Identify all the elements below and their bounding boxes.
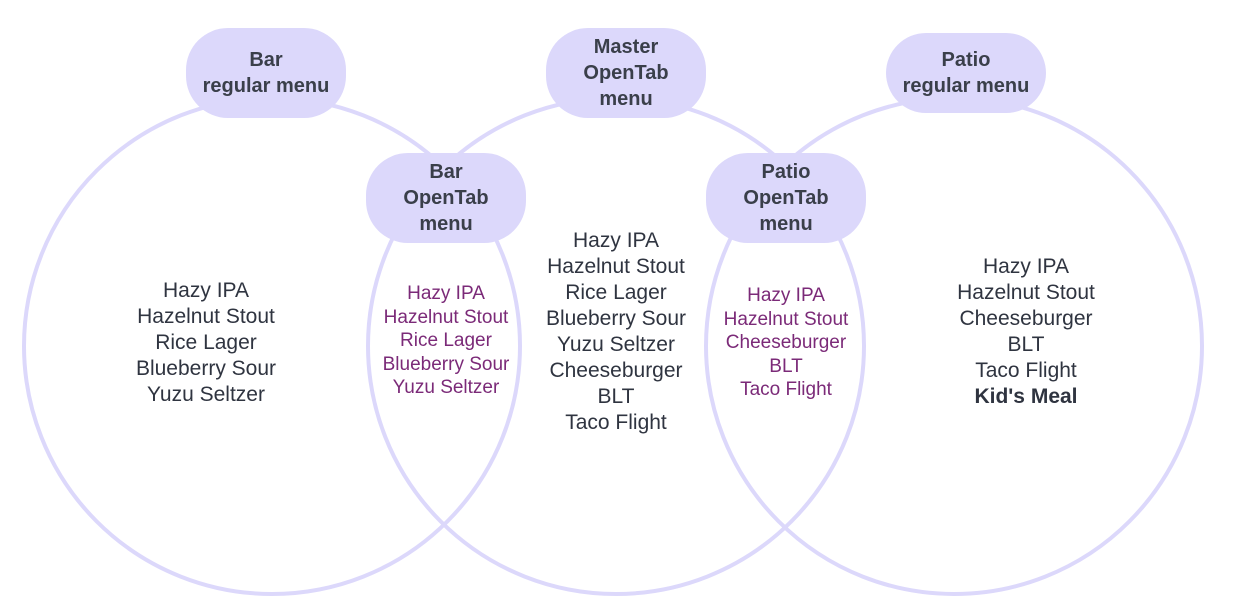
list-item: Blueberry Sour [382, 353, 510, 375]
list-item: Hazy IPA [573, 229, 659, 252]
list-item: Hazy IPA [407, 283, 485, 304]
master-opentab-items: Hazy IPA Hazelnut Stout Rice Lager Blueb… [506, 228, 726, 436]
list-item: Rice Lager [565, 281, 667, 304]
list-item: Rice Lager [400, 330, 492, 351]
list-item: Yuzu Seltzer [147, 383, 265, 406]
bar-regular-label: Bar regular menu [186, 28, 346, 118]
list-item: Taco Flight [565, 411, 667, 434]
list-item: BLT [597, 385, 635, 408]
list-item: Blueberry Sour [545, 307, 687, 330]
list-item: Hazelnut Stout [383, 306, 509, 328]
bar-regular-items: Hazy IPA Hazelnut Stout Rice Lager Blueb… [96, 278, 316, 408]
patio-regular-items: Hazy IPA Hazelnut Stout Cheeseburger BLT… [916, 254, 1136, 410]
patio-opentab-label: Patio OpenTab menu [706, 153, 866, 243]
list-item: Taco Flight [740, 379, 832, 400]
bar-opentab-items: Hazy IPA Hazelnut Stout Rice Lager Blueb… [346, 282, 546, 400]
list-item: BLT [769, 355, 803, 377]
list-item: Cheeseburger [959, 307, 1093, 330]
list-item: Yuzu Seltzer [392, 377, 500, 398]
patio-regular-label: Patio regular menu [886, 33, 1046, 113]
list-item: Hazy IPA [983, 255, 1069, 278]
list-item: Hazy IPA [747, 285, 825, 306]
list-item: Taco Flight [975, 359, 1077, 382]
patio-opentab-items: Hazy IPA Hazelnut Stout Cheeseburger BLT… [686, 284, 886, 402]
list-item: Hazelnut Stout [723, 308, 849, 330]
list-item: Hazy IPA [163, 279, 249, 302]
list-item: Hazelnut Stout [957, 281, 1095, 304]
list-item: Cheeseburger [549, 359, 683, 382]
list-item: BLT [1007, 333, 1045, 356]
list-item: Cheeseburger [725, 332, 847, 353]
list-item: Rice Lager [155, 331, 257, 354]
list-item: Blueberry Sour [135, 357, 277, 380]
list-item: Hazelnut Stout [137, 305, 275, 328]
list-item: Yuzu Seltzer [557, 333, 675, 356]
master-opentab-label: Master OpenTab menu [546, 28, 706, 118]
list-item-bold: Kid's Meal [974, 385, 1078, 408]
bar-opentab-label: Bar OpenTab menu [366, 153, 526, 243]
list-item: Hazelnut Stout [547, 255, 685, 278]
